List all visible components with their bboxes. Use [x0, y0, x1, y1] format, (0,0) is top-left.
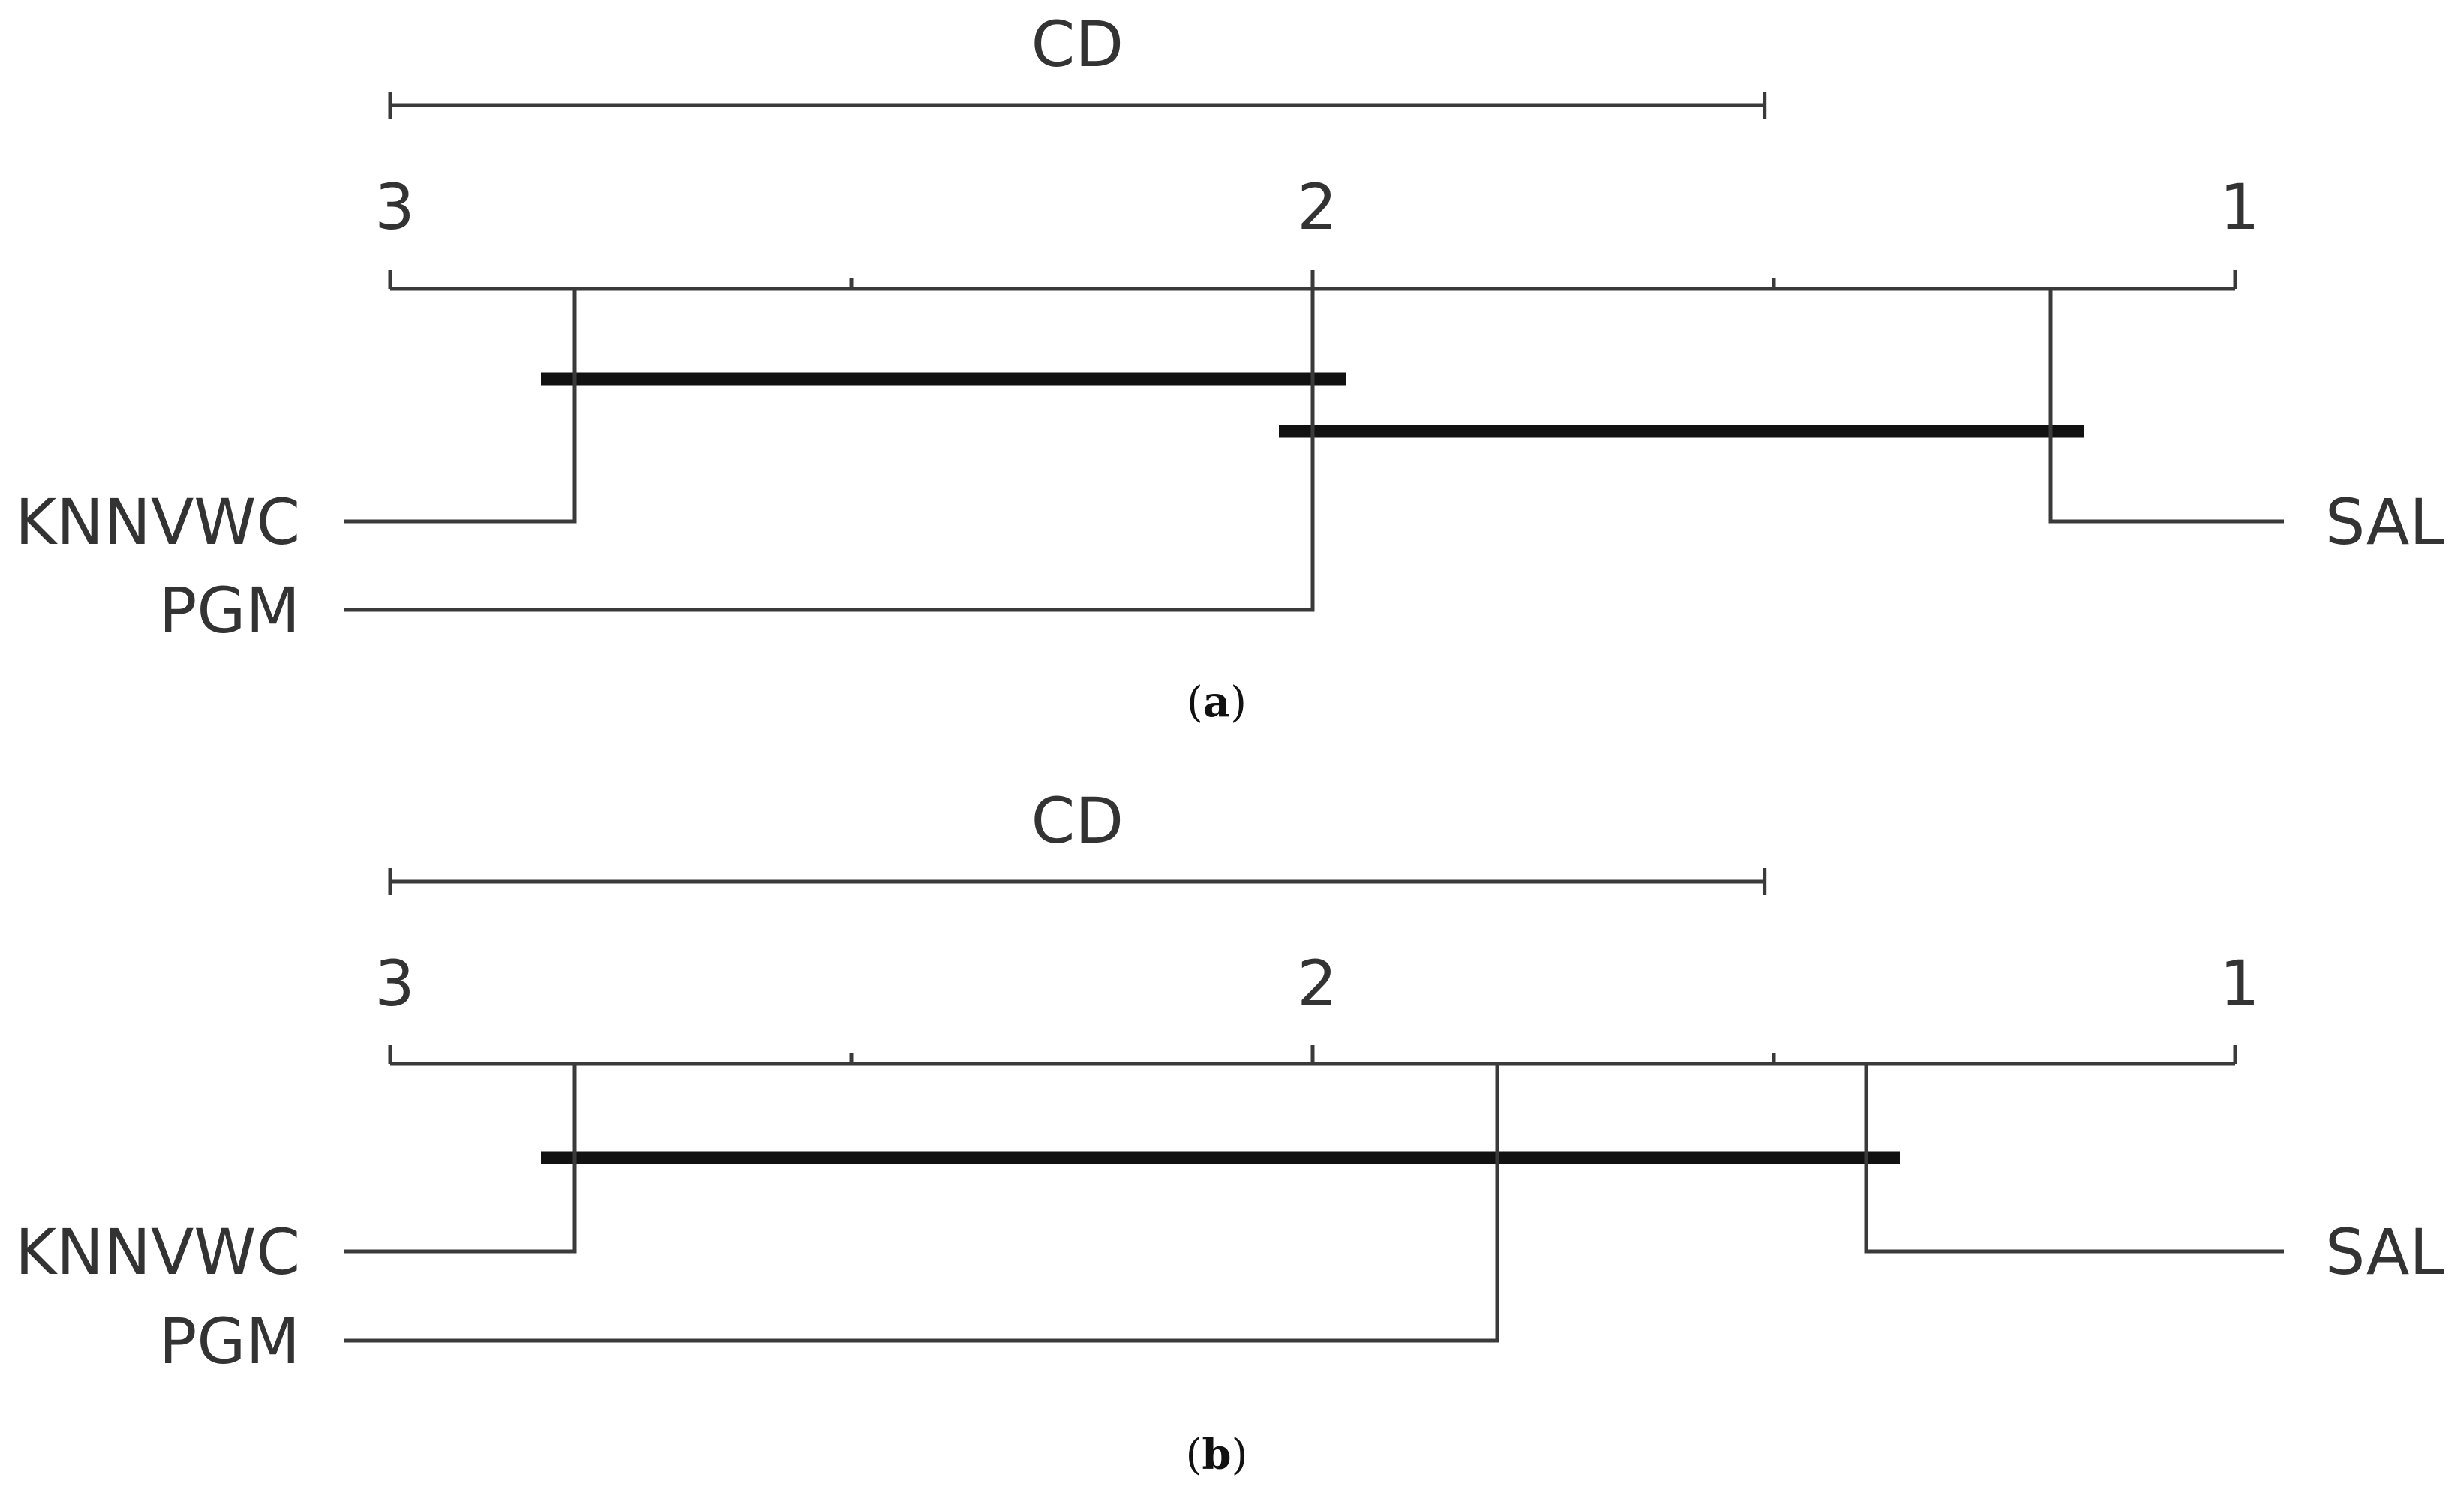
method-label: PGM [159, 574, 300, 647]
panel-caption-letter: a [1203, 677, 1230, 727]
method-rank-line [1864, 1064, 2284, 1254]
rank-axis-tick-label: 3 [374, 170, 414, 244]
rank-axis-tick-label: 2 [1297, 947, 1337, 1020]
panel-caption-open-paren: ( [1187, 678, 1203, 727]
panel-caption-open-paren: ( [1186, 1431, 1202, 1479]
method-rank-line [2048, 289, 2284, 524]
panel-caption-letter: b [1202, 1430, 1231, 1479]
panel-caption: (a) [1187, 677, 1247, 727]
method-rank-line [344, 1064, 1499, 1343]
cd-label: CD [1031, 784, 1124, 858]
panel-caption: (b) [1186, 1430, 1248, 1479]
method-label: SAL [2325, 1215, 2444, 1289]
rank-axis-tick-label: 1 [2219, 170, 2259, 244]
panel-caption-close-paren: ) [1230, 678, 1247, 727]
panel-caption-close-paren: ) [1232, 1431, 1248, 1479]
method-label: KNNVWC [15, 1215, 300, 1289]
method-rank-line [344, 289, 577, 524]
method-rank-line [344, 289, 1315, 612]
method-label: KNNVWC [15, 485, 300, 559]
method-label: PGM [159, 1305, 300, 1378]
rank-axis-tick-label: 3 [374, 947, 414, 1020]
cd-label: CD [1031, 8, 1124, 81]
method-rank-line [344, 1064, 577, 1254]
method-label: SAL [2325, 485, 2444, 559]
rank-axis-tick-label: 1 [2219, 947, 2259, 1020]
rank-axis-tick-label: 2 [1297, 170, 1337, 244]
